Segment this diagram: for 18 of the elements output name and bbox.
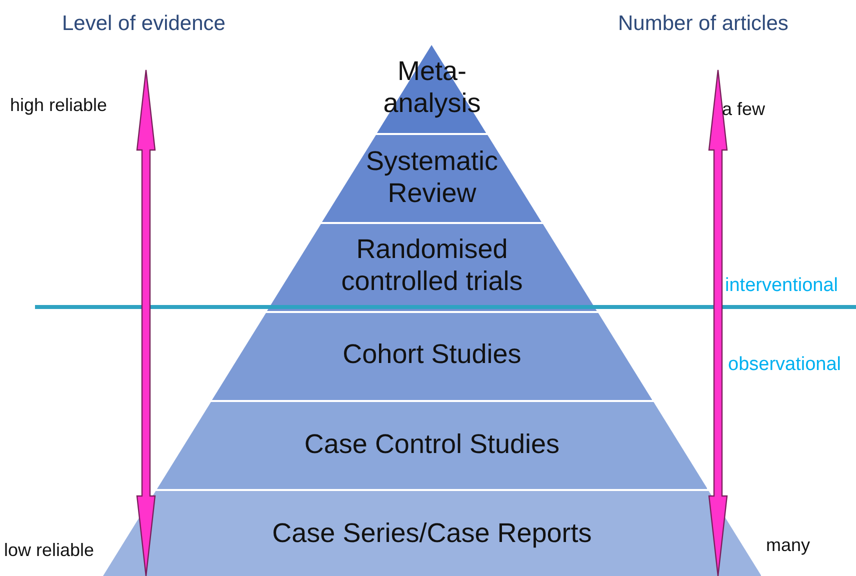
axis-end-label: a few: [722, 99, 766, 120]
tier-label: Case Series/Case Reports: [271, 518, 593, 550]
pyramid-tier: [102, 491, 762, 576]
axis-end-label: low reliable: [4, 540, 94, 561]
pyramid-tier: [212, 313, 652, 400]
tier-label: Systematic Review: [364, 146, 499, 210]
axis-end-label: many: [766, 535, 810, 556]
tier-label: Cohort Studies: [342, 339, 522, 371]
tier-label: Randomised controlled trials: [340, 234, 524, 298]
pyramid-tier: [156, 402, 708, 489]
axis-heading: Level of evidence: [62, 12, 226, 36]
tier-label: Case Control Studies: [303, 429, 561, 461]
pyramid-tier: [322, 135, 542, 222]
axis-heading: Number of articles: [618, 12, 788, 36]
pyramid-tier: [267, 224, 597, 311]
zone-label: interventional: [725, 275, 838, 297]
zone-label: observational: [728, 354, 842, 376]
axis-end-label: high reliable: [10, 95, 108, 116]
